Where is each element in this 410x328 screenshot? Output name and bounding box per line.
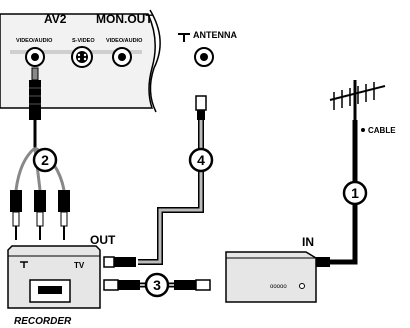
mon-out-label: MON.OUT [96, 12, 153, 26]
step-3-marker: 3 [144, 272, 170, 298]
s-video-label: S-VIDEO [72, 38, 95, 44]
step-1-marker: 1 [342, 180, 368, 206]
svg-text:4: 4 [197, 152, 205, 168]
receiver-indicator-dots: ooooo [270, 284, 287, 290]
in-label: IN [302, 235, 314, 249]
cable-label: CABLE [368, 126, 396, 135]
svg-text:1: 1 [351, 185, 359, 201]
antenna-jack[interactable] [194, 47, 214, 67]
recorder-label: RECORDER [14, 316, 72, 327]
tv-antenna-symbol [20, 261, 28, 268]
rca-plugs [10, 190, 70, 240]
video-audio-label-av2: VIDEO/AUDIO [16, 38, 53, 44]
av2-video-audio-jack[interactable] [25, 47, 45, 67]
mon-out-jack[interactable] [112, 47, 132, 67]
recorder-device: TV [7, 245, 136, 309]
step-2-marker: 2 [32, 147, 58, 173]
aerial [329, 80, 386, 120]
aerial-cable: CABLE [330, 120, 396, 265]
antenna-label: ANTENNA [193, 30, 237, 40]
recorder-tv-label: TV [74, 261, 85, 270]
antenna-cable-out [138, 95, 207, 265]
video-audio-label-mon-out: VIDEO/AUDIO [106, 38, 143, 44]
svg-text:2: 2 [41, 152, 49, 168]
av2-label: AV2 [44, 12, 67, 26]
s-video-jack[interactable] [71, 46, 93, 68]
antenna-icon [178, 33, 190, 42]
out-label: OUT [90, 233, 116, 247]
step-4-marker: 4 [188, 147, 214, 173]
receiver-device: ooooo [225, 251, 330, 303]
svg-text:3: 3 [153, 277, 161, 293]
